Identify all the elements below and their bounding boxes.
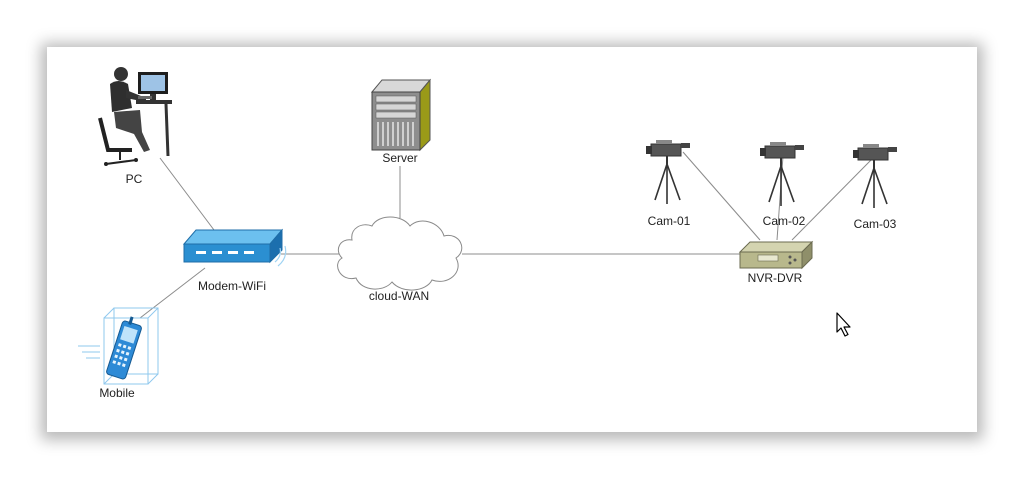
cam3-label: Cam-03 bbox=[854, 217, 897, 231]
security-camera-icon bbox=[853, 144, 897, 208]
security-camera-icon bbox=[760, 142, 804, 206]
pc-label: PC bbox=[126, 172, 143, 186]
modem-node[interactable]: Modem-WiFi bbox=[182, 228, 287, 293]
link-cam1-nvr bbox=[682, 151, 761, 241]
pc-node[interactable]: PC bbox=[98, 67, 172, 186]
mobile-label: Mobile bbox=[99, 386, 135, 400]
mobile-node[interactable]: Mobile bbox=[78, 307, 159, 400]
cam2-node[interactable]: Cam-02 bbox=[760, 142, 806, 228]
mobile-phone-icon bbox=[78, 307, 159, 385]
nvr-dvr-recorder-icon bbox=[738, 240, 814, 270]
cam2-label: Cam-02 bbox=[763, 214, 806, 228]
link-pc-modem bbox=[159, 157, 215, 231]
server-node[interactable]: Server bbox=[370, 78, 432, 165]
cloud-node[interactable]: cloud-WAN bbox=[337, 216, 463, 303]
wifi-router-icon bbox=[182, 228, 287, 267]
cam3-node[interactable]: Cam-03 bbox=[853, 144, 897, 231]
nvr-label: NVR-DVR bbox=[748, 271, 803, 285]
link-mobile-modem bbox=[139, 267, 206, 319]
mouse-pointer-icon bbox=[836, 312, 851, 337]
user-workstation-icon bbox=[98, 67, 172, 166]
link-cam3-nvr bbox=[791, 157, 874, 241]
security-camera-icon bbox=[646, 140, 690, 204]
connections bbox=[139, 151, 874, 319]
cloud-label: cloud-WAN bbox=[369, 289, 429, 303]
server-rack-icon bbox=[370, 78, 432, 152]
cloud-icon bbox=[337, 216, 463, 291]
modem-label: Modem-WiFi bbox=[198, 279, 266, 293]
cam1-node[interactable]: Cam-01 bbox=[646, 140, 691, 228]
server-label: Server bbox=[382, 151, 417, 165]
nvr-node[interactable]: NVR-DVR bbox=[738, 240, 814, 285]
cam1-label: Cam-01 bbox=[648, 214, 691, 228]
